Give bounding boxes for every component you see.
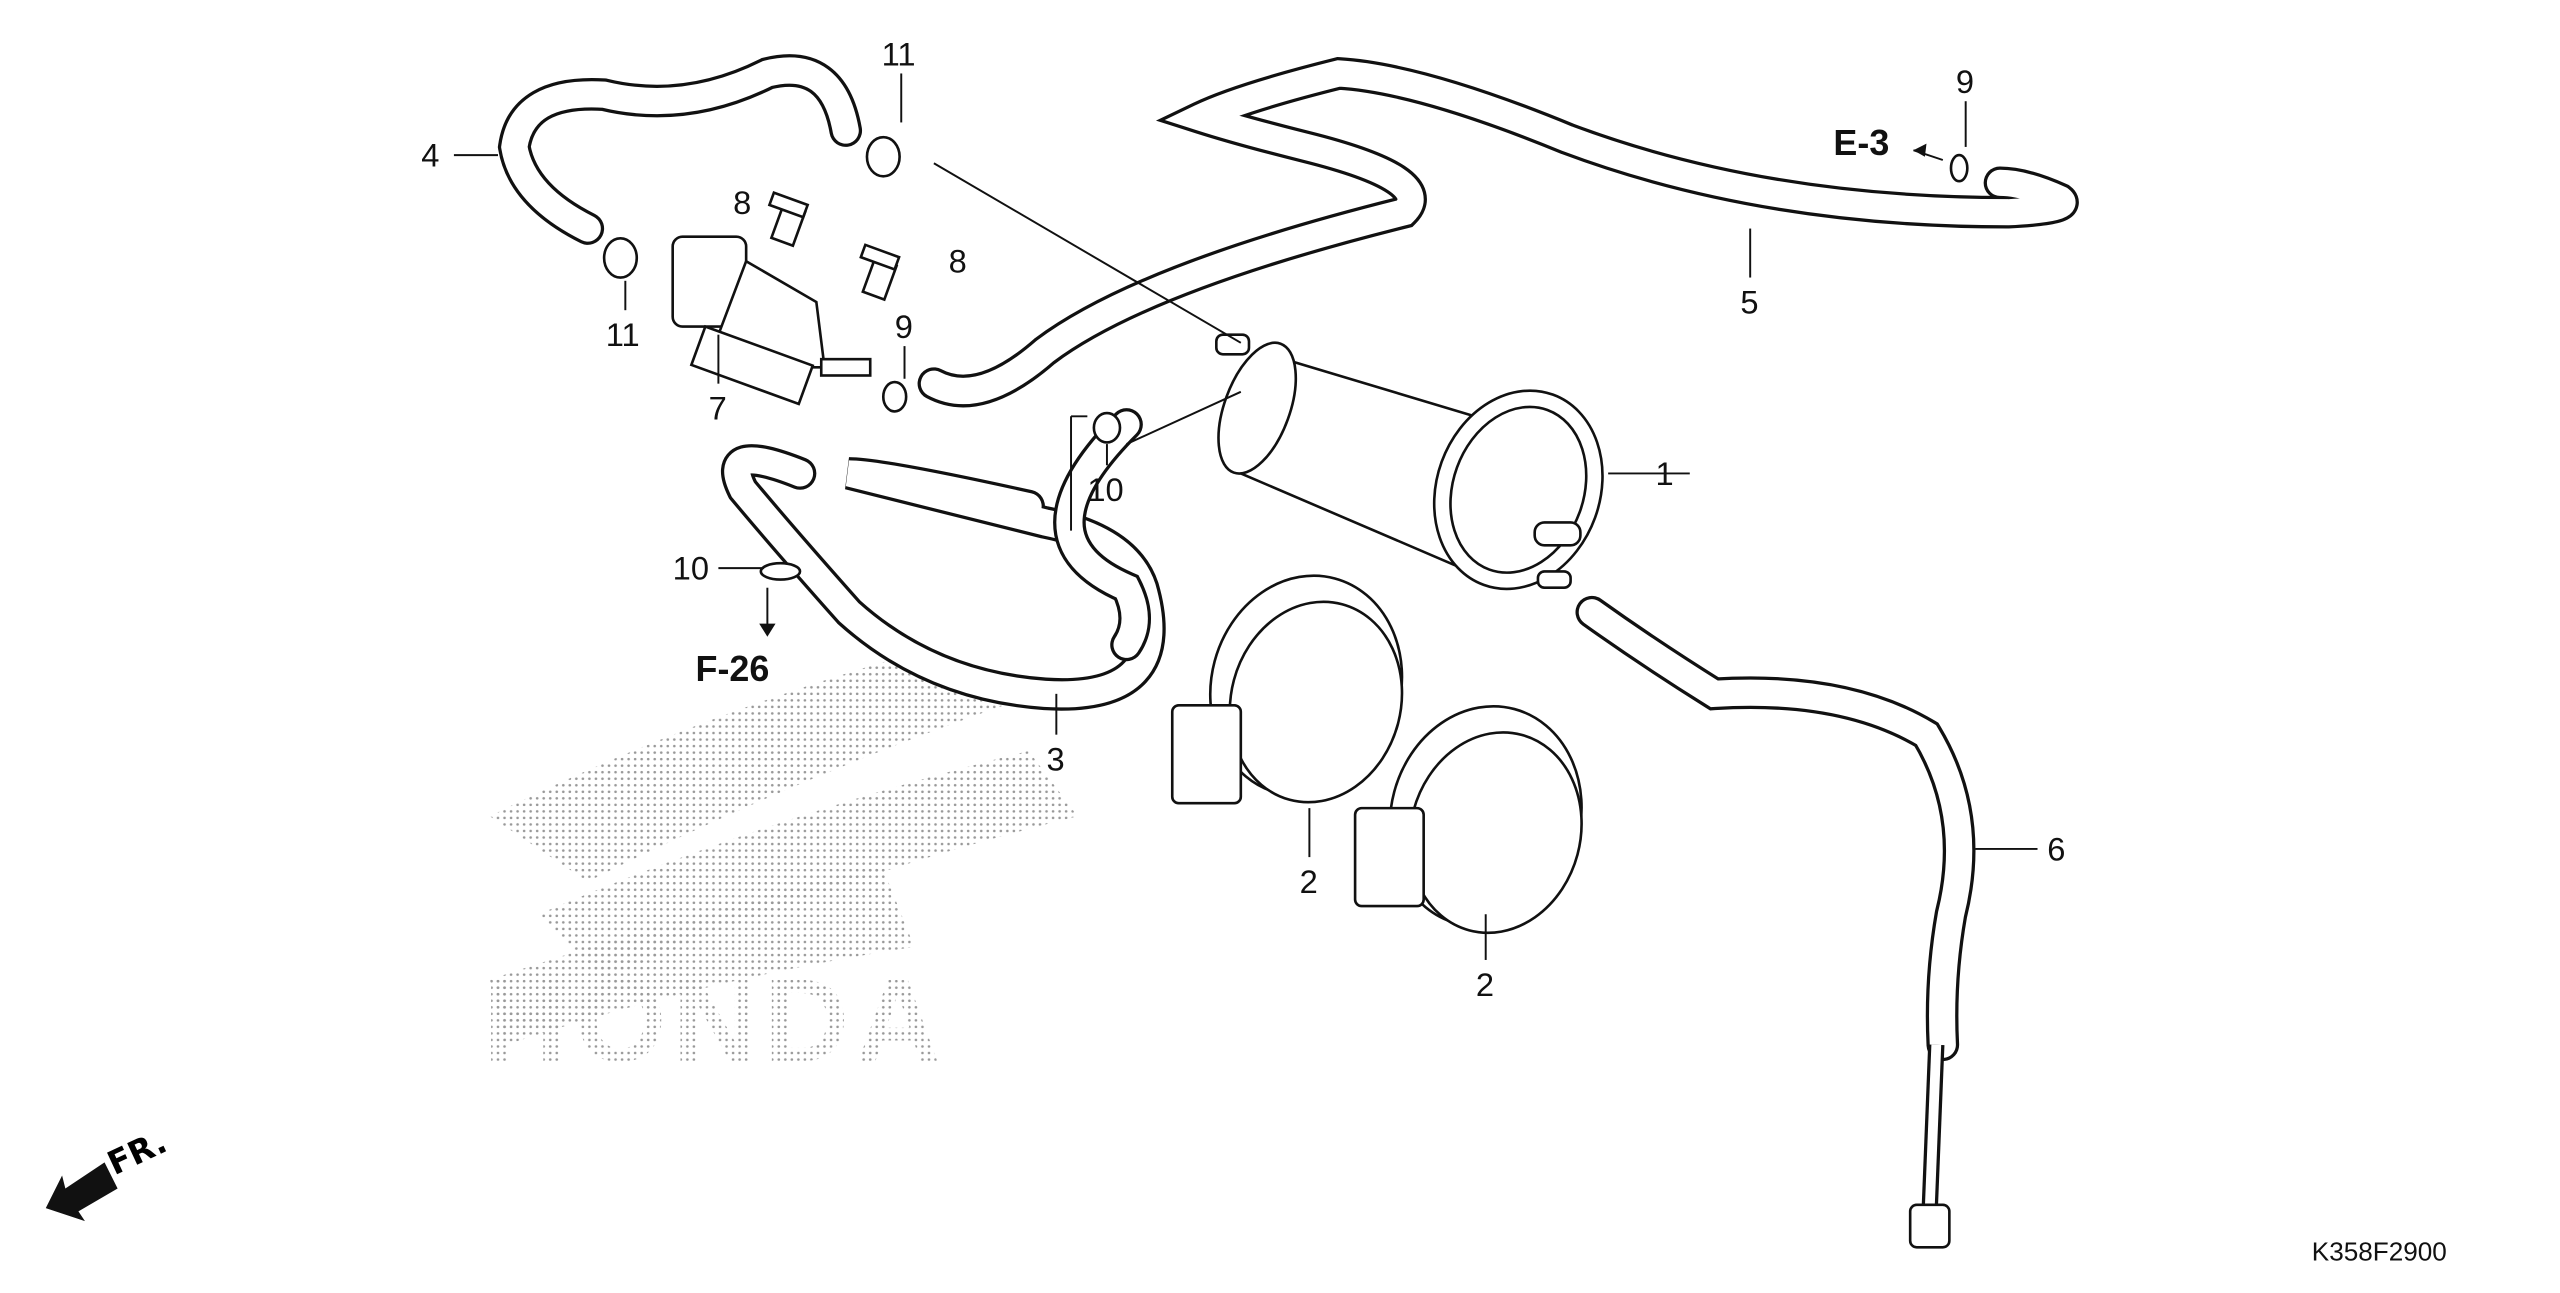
callout-3: 3 (1047, 741, 1065, 778)
hose-fill (920, 60, 2076, 404)
arrow-icon (1913, 143, 1927, 157)
hose-6-lower (1908, 1044, 1951, 1249)
honda-wing-watermark: HONDA (483, 653, 1078, 1086)
callout-10: 10 (1087, 471, 1123, 508)
reference-f26-link[interactable]: F-26 (696, 648, 770, 689)
canister-1 (1215, 333, 1604, 591)
arrow-icon (759, 623, 776, 637)
callouts: 1 2 2 3 4 5 6 7 8 8 9 9 10 10 11 11 (421, 35, 2065, 1003)
drawing-code: K358F2900 (2312, 1236, 2447, 1266)
callout-8: 8 (733, 184, 751, 221)
bolts-8 (767, 190, 901, 302)
callout-11: 11 (882, 35, 916, 72)
callout-2: 2 (1300, 863, 1318, 900)
callout-7: 7 (709, 390, 727, 427)
callout-6: 6 (2047, 830, 2065, 867)
front-arrow-icon (45, 1162, 118, 1222)
hose-fill (1056, 411, 1148, 658)
honda-watermark-text: HONDA (483, 955, 947, 1086)
callout-4: 4 (421, 137, 439, 174)
callout-9: 9 (1956, 63, 1974, 100)
callout-9: 9 (895, 308, 913, 345)
hose-fill (501, 57, 859, 242)
clips (602, 135, 1969, 581)
canister-bands (1170, 574, 1583, 935)
hose-fill (724, 447, 1163, 708)
front-label: FR. (102, 1123, 173, 1183)
hose-fill (1578, 599, 1973, 1058)
hoses (497, 54, 2079, 1062)
callout-5: 5 (1740, 283, 1758, 320)
callout-11: 11 (606, 316, 640, 353)
hose-6 (1575, 595, 1976, 1062)
leader-lines (453, 73, 2038, 960)
front-direction-indicator: FR. (45, 1123, 173, 1222)
reference-e3-link[interactable]: E-3 (1833, 122, 1889, 163)
solenoid-valve-7 (671, 235, 872, 406)
callout-10: 10 (673, 550, 709, 587)
callout-8: 8 (949, 243, 967, 280)
callout-2: 2 (1476, 966, 1494, 1003)
callout-1: 1 (1655, 455, 1673, 492)
